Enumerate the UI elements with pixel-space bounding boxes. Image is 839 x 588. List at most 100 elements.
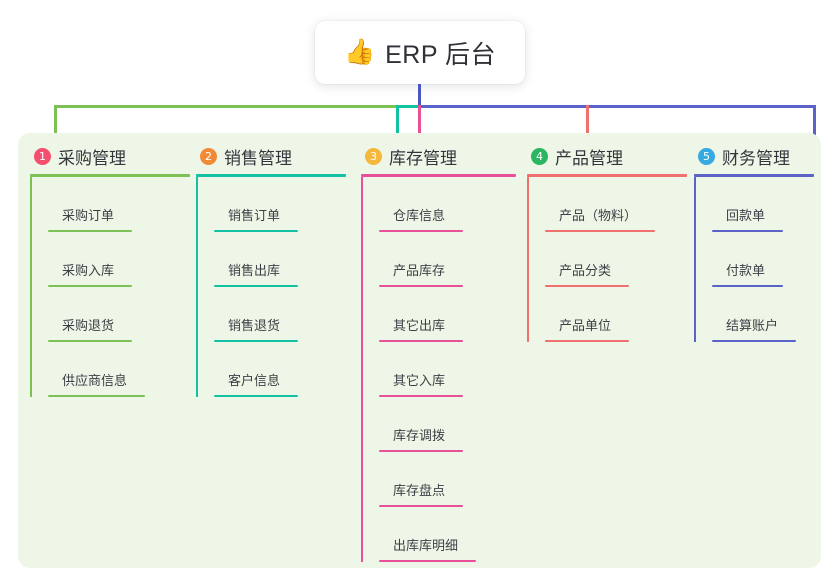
leaf-node[interactable]: 库存调拨 — [379, 397, 516, 452]
leaf-underline — [545, 285, 629, 287]
leaf-underline — [379, 285, 463, 287]
content-panel — [18, 133, 821, 568]
branch-header-3[interactable]: 3 库存管理 — [361, 144, 516, 168]
leaf-underline — [214, 340, 298, 342]
leaf-label: 销售订单 — [228, 208, 281, 223]
trunk-line — [418, 84, 421, 107]
leaf-label: 产品库存 — [393, 263, 446, 278]
branch-header-4[interactable]: 4 产品管理 — [527, 144, 687, 168]
leaf-label: 结算账户 — [726, 318, 779, 333]
leaf-underline — [712, 285, 783, 287]
leaf-label: 产品（物料） — [559, 208, 638, 223]
branch-title: 财务管理 — [722, 148, 790, 168]
leaf-underline — [214, 230, 298, 232]
branch-badge-icon: 3 — [365, 147, 382, 165]
leaf-label: 采购退货 — [62, 318, 115, 333]
leaf-label: 仓库信息 — [393, 208, 446, 223]
leaf-underline — [379, 230, 463, 232]
drop-line-5 — [813, 105, 816, 143]
leaf-label: 产品单位 — [559, 318, 612, 333]
branch-title: 采购管理 — [58, 148, 126, 168]
leaf-label: 客户信息 — [228, 373, 281, 388]
leaf-label: 库存盘点 — [393, 483, 446, 498]
drop-line-3 — [418, 105, 421, 143]
branch-column-4: 4 产品管理产品（物料） 产品分类产品单位 — [527, 144, 687, 342]
leaf-node[interactable]: 供应商信息 — [48, 342, 190, 397]
leaf-node[interactable]: 其它入库 — [379, 342, 516, 397]
leaf-node[interactable]: 产品库存 — [379, 232, 516, 287]
leaf-underline — [712, 340, 796, 342]
leaf-underline — [48, 230, 132, 232]
connector-lines — [54, 84, 816, 143]
leaf-underline — [545, 230, 655, 232]
leaf-node[interactable]: 采购退货 — [48, 287, 190, 342]
branch-spine — [361, 177, 363, 562]
leaf-label: 出库库明细 — [393, 538, 459, 553]
thumbs-up-icon: 👍 — [343, 38, 376, 66]
branch-badge-icon: 5 — [698, 147, 715, 165]
branch-leaf-list: 产品（物料） 产品分类产品单位 — [527, 177, 687, 342]
branch-title: 产品管理 — [555, 148, 623, 168]
branch-spine — [527, 177, 529, 342]
leaf-node[interactable]: 库存盘点 — [379, 452, 516, 507]
branch-underline — [527, 174, 687, 177]
branch-leaf-list: 仓库信息产品库存其它出库其它入库库存调拨库存盘点出库库明细 — [361, 177, 516, 562]
leaf-node[interactable]: 产品分类 — [545, 232, 687, 287]
branch-title: 销售管理 — [224, 148, 292, 168]
leaf-node[interactable]: 产品单位 — [545, 287, 687, 342]
leaf-underline — [379, 395, 463, 397]
leaf-node[interactable]: 回款单 — [712, 177, 814, 232]
leaf-node[interactable]: 付款单 — [712, 232, 814, 287]
branch-underline — [361, 174, 516, 177]
leaf-label: 其它入库 — [393, 373, 446, 388]
branch-spine — [694, 177, 696, 342]
leaf-node[interactable]: 销售出库 — [214, 232, 346, 287]
branch-header-5[interactable]: 5 财务管理 — [694, 144, 814, 168]
leaf-underline — [545, 340, 629, 342]
branch-leaf-list: 销售订单销售出库销售退货客户信息 — [196, 177, 346, 397]
branch-badge-icon: 4 — [531, 147, 548, 165]
drop-line-1 — [54, 105, 57, 143]
branch-title: 库存管理 — [389, 148, 457, 168]
leaf-underline — [214, 285, 298, 287]
drop-line-4 — [586, 105, 589, 143]
leaf-node[interactable]: 产品（物料） — [545, 177, 687, 232]
leaf-label: 付款单 — [726, 263, 766, 278]
branch-underline — [30, 174, 190, 177]
leaf-underline — [712, 230, 783, 232]
leaf-underline — [379, 450, 463, 452]
branch-column-2: 2 销售管理销售订单销售出库销售退货客户信息 — [196, 144, 346, 397]
leaf-underline — [48, 395, 145, 397]
leaf-label: 供应商信息 — [62, 373, 128, 388]
leaf-label: 销售出库 — [228, 263, 281, 278]
leaf-node[interactable]: 销售退货 — [214, 287, 346, 342]
branch-column-5: 5 财务管理回款单付款单结算账户 — [694, 144, 814, 342]
leaf-label: 销售退货 — [228, 318, 281, 333]
leaf-node[interactable]: 仓库信息 — [379, 177, 516, 232]
branch-underline — [694, 174, 814, 177]
leaf-underline — [379, 340, 463, 342]
leaf-label: 产品分类 — [559, 263, 612, 278]
leaf-node[interactable]: 销售订单 — [214, 177, 346, 232]
leaf-label: 采购入库 — [62, 263, 115, 278]
branch-header-2[interactable]: 2 销售管理 — [196, 144, 346, 168]
leaf-label: 回款单 — [726, 208, 766, 223]
leaf-label: 其它出库 — [393, 318, 446, 333]
root-node-card[interactable]: 👍 ERP 后台 — [315, 21, 525, 84]
leaf-underline — [379, 505, 463, 507]
branch-leaf-list: 采购订单采购入库采购退货供应商信息 — [30, 177, 190, 397]
branch-badge-icon: 2 — [200, 147, 217, 165]
bus-segment-blue — [418, 105, 816, 108]
leaf-label: 采购订单 — [62, 208, 115, 223]
leaf-node[interactable]: 结算账户 — [712, 287, 814, 342]
bus-segment-green — [54, 105, 399, 108]
root-node-title: ERP 后台 — [385, 40, 497, 69]
leaf-node[interactable]: 客户信息 — [214, 342, 346, 397]
leaf-node[interactable]: 采购订单 — [48, 177, 190, 232]
leaf-node[interactable]: 出库库明细 — [379, 507, 516, 562]
leaf-node[interactable]: 采购入库 — [48, 232, 190, 287]
leaf-node[interactable]: 其它出库 — [379, 287, 516, 342]
drop-line-2 — [396, 105, 399, 143]
